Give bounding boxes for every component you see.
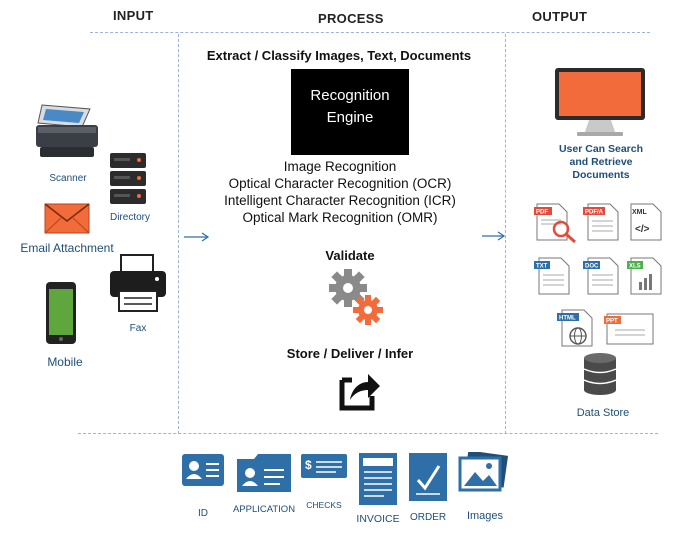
txt-tag: TXT — [536, 264, 548, 270]
gears-icon — [329, 269, 383, 325]
check-icon: $ — [301, 454, 347, 478]
database-icon — [583, 353, 617, 395]
ppt-tag: PPT — [606, 319, 618, 325]
recognition-engine-box: Recognition Engine — [291, 69, 409, 155]
xml-code-glyph: </> — [635, 224, 650, 235]
xml-tag: XML — [632, 209, 648, 216]
mobile-phone-icon — [46, 282, 76, 344]
fax-label: Fax — [129, 323, 147, 334]
pdf-tag: PDF — [536, 210, 548, 216]
left-column-divider — [178, 34, 179, 434]
ppt-document-icon: PPT — [604, 313, 654, 345]
search-line-3: Documents — [572, 169, 630, 181]
images-label: Images — [466, 510, 504, 522]
engine-line2: Engine — [326, 109, 374, 126]
fax-printer-icon — [110, 254, 166, 312]
pdfa-tag: PDF/A — [585, 210, 604, 216]
recognition-item: Optical Mark Recognition (OMR) — [242, 210, 438, 225]
txt-document-icon: TXT — [534, 257, 570, 295]
computer-monitor-icon — [555, 68, 645, 136]
xls-tag: XLS — [629, 264, 641, 270]
validate-title: Validate — [325, 248, 375, 263]
id-label: ID — [198, 508, 208, 519]
search-line-1: User Can Search — [558, 143, 644, 155]
invoice-icon — [359, 453, 397, 505]
check-dollar-glyph: $ — [305, 458, 312, 472]
recognition-item: Optical Character Recognition (OCR) — [228, 176, 452, 191]
doc-document-icon: DOC — [583, 257, 619, 295]
checks-label: CHECKS — [306, 500, 342, 510]
recognition-list: Image Recognition Optical Character Reco… — [182, 158, 498, 226]
process-to-output-arrow — [482, 231, 506, 241]
pdf-document-icon: PDF — [534, 203, 576, 244]
directory-server-icon — [110, 153, 146, 204]
store-deliver-infer-title: Store / Deliver / Infer — [286, 346, 414, 361]
email-envelope-icon — [44, 203, 90, 234]
xml-document-icon: XML </> — [630, 203, 662, 241]
invoice-label: INVOICE — [356, 513, 400, 525]
id-card-icon — [182, 454, 224, 486]
application-folder-icon — [237, 454, 291, 492]
engine-line1: Recognition — [310, 87, 390, 104]
scanner-icon — [36, 104, 98, 157]
top-divider — [90, 32, 650, 33]
order-checklist-icon — [409, 453, 447, 501]
bottom-divider — [78, 433, 658, 434]
html-tag: HTML — [559, 316, 576, 322]
email-attachment-label: Email Attachment — [20, 241, 114, 255]
recognition-item: Image Recognition — [283, 159, 397, 174]
directory-label: Directory — [109, 212, 150, 223]
right-column-divider — [505, 34, 506, 434]
share-export-icon — [339, 374, 380, 411]
images-gallery-icon — [458, 452, 508, 492]
input-to-process-arrow — [184, 232, 210, 242]
search-line-2: and Retrieve — [569, 156, 633, 168]
input-header: INPUT — [113, 8, 154, 23]
pdfa-document-icon: PDF/A — [583, 203, 619, 241]
extract-classify-title: Extract / Classify Images, Text, Documen… — [206, 48, 472, 63]
mobile-label: Mobile — [47, 355, 83, 369]
order-label: ORDER — [409, 512, 447, 523]
doc-tag: DOC — [585, 264, 599, 270]
process-header: PROCESS — [318, 11, 384, 26]
recognition-item: Intelligent Character Recognition (ICR) — [224, 193, 456, 208]
scanner-label: Scanner — [49, 173, 87, 184]
output-header: OUTPUT — [532, 9, 588, 24]
xls-document-icon: XLS — [627, 257, 662, 295]
application-label: APPLICATION — [232, 504, 296, 515]
html-document-icon: HTML — [557, 309, 593, 347]
user-search-label: User Can Search and Retrieve Documents — [540, 143, 662, 182]
data-store-label: Data Store — [576, 407, 630, 419]
